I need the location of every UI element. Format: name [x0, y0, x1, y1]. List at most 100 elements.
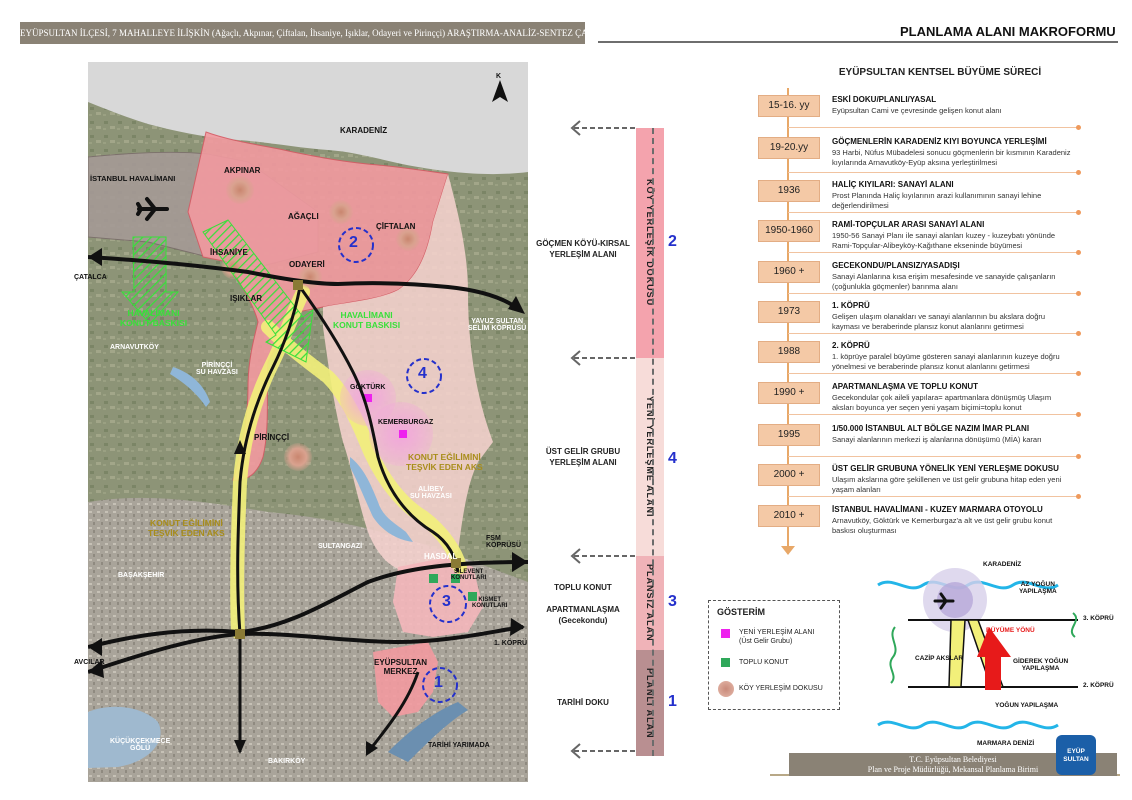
side-label-gocmen: GÖÇMEN KÖYÜ-KIRSAL YERLEŞİM ALANI — [536, 239, 630, 259]
timeline-dot — [1076, 454, 1081, 459]
timeline-dot — [1076, 250, 1081, 255]
zone-circle-1 — [422, 667, 458, 703]
axis-road-right — [298, 286, 460, 573]
timeline-description: 93 Harbi, Nüfus Mübadelesi sonucu göçmen… — [832, 148, 1071, 167]
band-plansiz: PLANSIZ ALAN — [636, 556, 664, 650]
airport-pressure-arrow-right — [202, 219, 314, 363]
timeline-separator — [788, 496, 1078, 497]
legend-swatch-village — [718, 681, 734, 697]
macro-label-kopru2: 2. KÖPRÜ — [1083, 682, 1114, 689]
legend-label-yeni-yerlesim: YENİ YERLEŞİM ALANI (Üst Gelir Grubu) — [739, 629, 815, 645]
cazip-axis-left — [948, 619, 966, 688]
timeline-separator — [788, 252, 1078, 253]
eyupsultan-merkez-zone — [373, 642, 438, 717]
band-yeni-yerlesme: YENİ YERLEŞME ALANI — [636, 358, 664, 556]
side-number-2: 2 — [668, 233, 677, 250]
timeline-description: Sanayi Alanlarına kısa erişim mesafesind… — [832, 272, 1056, 291]
band-label-plansiz: PLANSIZ ALAN — [645, 564, 655, 642]
timeline-dot — [1076, 371, 1081, 376]
timeline-dot — [1076, 291, 1081, 296]
footer-banner: T.C. Eyüpsultan Belediyesi Plan ve Proje… — [789, 753, 1117, 776]
timeline-year: 1936 — [758, 180, 820, 202]
timeline-year: 19-20.yy — [758, 137, 820, 159]
junction-north — [293, 280, 303, 290]
timeline-year: 1973 — [758, 301, 820, 323]
logo-text: EYÜP SULTAN — [1063, 748, 1089, 763]
village-agacli — [329, 200, 353, 224]
growth-direction-arrow — [977, 627, 1011, 690]
northern-motorway-arrow-west — [88, 248, 102, 266]
macro-label-cazip: CAZİP AKSLAR — [915, 655, 964, 662]
first-bridge-arrow-west — [88, 660, 104, 678]
legend-box: GÖSTERİM YENİ YERLEŞİM ALANI (Üst Gelir … — [708, 600, 840, 710]
macroform-labels: KARADENİZ AZ YOĞUN YAPILAŞMA 3. KÖPRÜ BÜ… — [873, 561, 1118, 750]
timeline-heading: İSTANBUL HAVALİMANI - KUZEY MARMARA OTOY… — [832, 505, 1043, 514]
side-number-1: 1 — [668, 693, 677, 710]
band-dashed-line — [652, 128, 654, 756]
timeline-item: 1988 2. KÖPRÜ 1. köprüye paralel büyüme … — [758, 341, 1118, 381]
timeline-year: 2000 + — [758, 464, 820, 486]
timeline-heading: ESKİ DOKU/PLANLI/YASAL — [832, 95, 937, 104]
unplanned-zone — [393, 557, 483, 637]
band-label-koy: KÖY YERLEŞİK DOKUSU — [645, 179, 655, 307]
macro-label-yogun: YOĞUN YAPILAŞMA — [995, 702, 1059, 709]
axis-road-left-arrow — [234, 440, 246, 454]
band-koy-yerlesik: KÖY YERLEŞİK DOKUSU — [636, 128, 664, 358]
footer-line2: Plan ve Proje Müdürlüğü, Mekansal Planla… — [867, 765, 1039, 774]
timeline-dot — [1076, 412, 1081, 417]
header-banner: EYÜPSULTAN İLÇESİ, 7 MAHALLEYE İLİŞKİN (… — [20, 22, 585, 44]
timeline-heading: 1. KÖPRÜ — [832, 301, 870, 310]
airport-halo-inner — [937, 582, 973, 618]
timeline-separator — [788, 456, 1078, 457]
band-boundary-arrows — [570, 120, 636, 759]
axis-road-left — [236, 286, 302, 635]
legend-title: GÖSTERİM — [717, 607, 766, 617]
timeline-heading: 2. KÖPRÜ — [832, 341, 870, 350]
timeline-description: Eyüpsultan Cami ve çevresinde gelişen ko… — [832, 106, 1002, 115]
eyupsultan-logo: EYÜP SULTAN — [1056, 735, 1096, 775]
pirincci-water — [170, 367, 210, 407]
timeline-description: Prost Planında Haliç kıyılarının arazi k… — [832, 191, 1042, 210]
zone-circle-3 — [429, 585, 467, 623]
north-arrow-icon — [492, 80, 508, 102]
fsm-arrow-west — [88, 638, 102, 656]
marmara-wave — [877, 720, 1059, 730]
timeline-heading: APARTMANLAŞMA VE TOPLU KONUT — [832, 382, 979, 391]
timeline-year: 1990 + — [758, 382, 820, 404]
timeline-separator — [788, 127, 1078, 128]
timeline-heading: ÜST GELİR GRUBUNA YÖNELİK YENİ YERLEŞME … — [832, 464, 1059, 473]
first-bridge-arrow-east — [510, 618, 525, 636]
timeline-description: 1. köprüye paralel büyüme gösteren sanay… — [832, 352, 1060, 371]
page-title: PLANLAMA ALANI MAKROFORMU — [900, 24, 1116, 39]
alibey-reservoir — [350, 457, 413, 542]
south-road-arrow — [234, 740, 246, 754]
macro-label-giderek: GİDEREK YOĞUN YAPILAŞMA — [1013, 658, 1069, 672]
legend-label-toplu-konut: TOPLU KONUT — [739, 659, 789, 666]
timeline-heading: GECEKONDU/PLANSIZ/YASADIŞI — [832, 261, 960, 270]
timeline-item: 1973 1. KÖPRÜ Gelişen ulaşım olanakları … — [758, 301, 1118, 341]
macro-label-kopru3: 3. KÖPRÜ — [1083, 615, 1114, 622]
airplane-icon — [933, 592, 955, 610]
timeline-year: 15-16. yy — [758, 95, 820, 117]
macro-label-az-yogun: AZ YOĞUN YAPILAŞMA — [1019, 581, 1057, 595]
header-divider — [598, 41, 1118, 43]
village-akpinar — [226, 176, 254, 204]
timeline-description: Gelişen ulaşım olanakları ve sanayi alan… — [832, 312, 1046, 331]
kucukcekmece-lake — [88, 706, 161, 768]
timeline-item: 15-16. yy ESKİ DOKU/PLANLI/YASAL Eyüpsul… — [758, 95, 1118, 135]
zone-circle-2 — [338, 227, 374, 263]
legend-swatch-pink — [721, 629, 730, 638]
green-wave-left — [889, 626, 897, 684]
timeline-dot — [1076, 210, 1081, 215]
macro-label-marmara: MARMARA DENİZİ — [977, 740, 1035, 747]
timeline-heading: GÖÇMENLERİN KARADENİZ KIYI BOYUNCA YERLE… — [832, 137, 1047, 146]
tarihi-road-arrow — [366, 741, 378, 756]
side-number-4: 4 — [668, 450, 677, 467]
timeline-description: Sanayi alanlarının merkezi iş alanlarına… — [832, 435, 1042, 444]
timeline-item: 1950-1960 RAMİ-TOPÇULAR ARASI SANAYİ ALA… — [758, 220, 1118, 260]
junction-south — [235, 629, 245, 639]
timeline-separator — [788, 172, 1078, 173]
band-label-planli: PLANLI ALAN — [645, 667, 655, 739]
timeline-item: 1960 + GECEKONDU/PLANSIZ/YASADIŞI Sanayi… — [758, 261, 1118, 301]
legend-swatch-green — [721, 658, 730, 667]
